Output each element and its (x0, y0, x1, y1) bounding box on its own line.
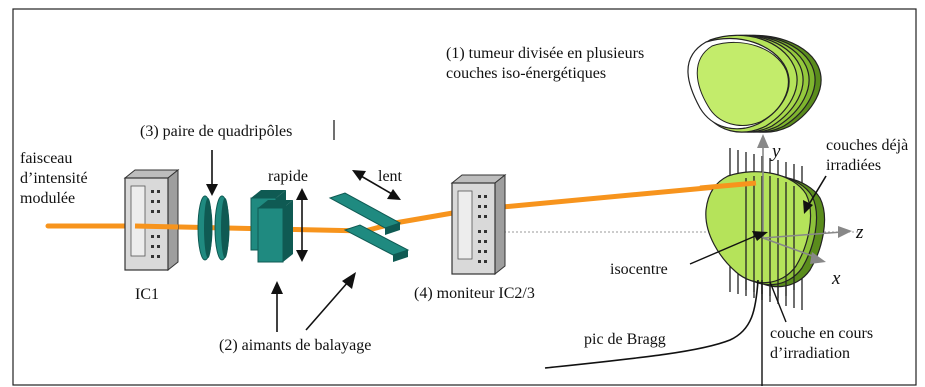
beam-through-ic1 (134, 223, 179, 230)
ic23-monitor-icon (450, 173, 507, 276)
slow-scan-arrowhead-b (387, 189, 401, 200)
isocentre-arrowhead (752, 231, 768, 241)
tumour-slice-icon (705, 171, 826, 288)
current-layer-leader (769, 281, 787, 323)
slow-scanning-magnet-icon (328, 192, 410, 262)
axis-z-line (762, 231, 843, 239)
slow-label: lent (378, 168, 403, 185)
axis-z-label: z (855, 222, 864, 243)
layers-done-arrowhead (803, 200, 813, 214)
tumour-layered-icon (687, 34, 822, 133)
beam-path (45, 180, 763, 234)
fast-scan-arrowhead-down (296, 250, 308, 262)
axis-x-line (762, 237, 819, 259)
bragg-label: pic de Bragg (584, 331, 666, 348)
quadrupole-pair-icon (197, 195, 230, 261)
axis-y-label: y (770, 141, 781, 162)
axis-x-arrowhead (810, 252, 826, 264)
magnets-arrowhead-right (342, 272, 356, 289)
bragg-peak-curve (544, 279, 759, 369)
axis-x-label: x (831, 268, 841, 289)
layers-done-leader (807, 175, 827, 207)
magnets-arrow-right (305, 281, 349, 331)
isocentre-leader (689, 233, 761, 265)
layers-done-label-line1: couches déjà (826, 137, 908, 154)
tumour-label-line1: (1) tumeur divisée en plusieurs (446, 45, 644, 62)
current-layer-label-line1: couche en cours (770, 325, 873, 342)
ic1-chamber-icon (123, 168, 180, 272)
slow-scan-arrowhead-a (352, 170, 366, 181)
tumour-label-line2: couches iso-énergétiques (446, 65, 606, 82)
layers-done-label-line2: irradiées (826, 157, 881, 174)
quadrupoles-label: (3) paire de quadripôles (140, 123, 292, 140)
isocentre-label: isocentre (610, 261, 668, 278)
beam-label-line1: faisceau (20, 150, 72, 167)
beam-label-line3: modulée (20, 190, 75, 207)
diagram-frame (12, 8, 917, 386)
fast-label: rapide (268, 168, 308, 185)
quadrupole-arrowhead (206, 184, 218, 196)
current-layer-label-line2: d’irradiation (770, 345, 850, 362)
beam-into-tumour (699, 180, 757, 191)
axis-y-arrowhead (757, 134, 769, 148)
magnets-arrowhead-left (271, 281, 283, 294)
monitor-label: (4) moniteur IC2/3 (414, 285, 535, 302)
beam-label-line2: d’intensité (20, 170, 88, 187)
fast-scan-arrowhead-up (296, 188, 308, 200)
slow-scan-direction-arrow (360, 175, 393, 195)
magnets-label: (2) aimants de balayage (219, 337, 371, 354)
ic1-label: IC1 (135, 286, 159, 303)
axis-z-arrowhead (838, 226, 852, 238)
fast-scanning-magnet-icon (250, 190, 293, 263)
